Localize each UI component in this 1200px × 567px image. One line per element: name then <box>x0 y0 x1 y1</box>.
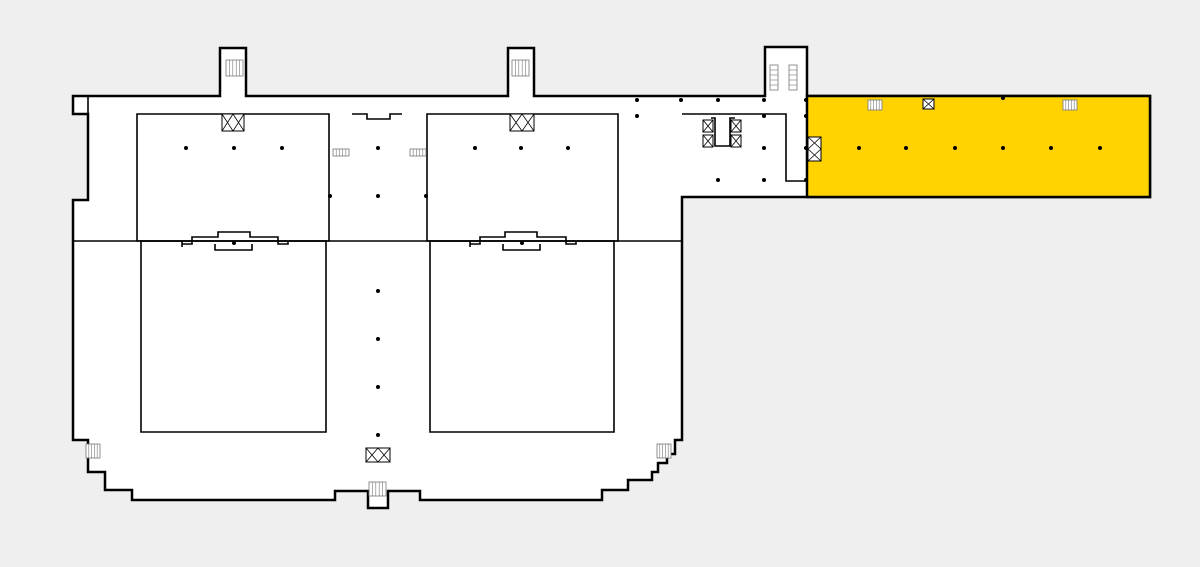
column-dot <box>904 146 908 150</box>
elevator-icon <box>509 113 535 132</box>
column-dot <box>376 337 380 341</box>
column-dot <box>328 194 332 198</box>
column-dot <box>804 178 808 182</box>
column-dot <box>376 433 380 437</box>
stair-icon <box>225 59 244 77</box>
column-dot <box>804 146 808 150</box>
column-dot <box>679 98 683 102</box>
stair-icon <box>1062 99 1078 111</box>
right-lower-hall <box>429 240 615 433</box>
fixtures <box>85 59 1078 497</box>
column-dot <box>376 194 380 198</box>
elevator-icon <box>365 447 391 463</box>
stair-icon <box>409 148 427 157</box>
elevator-icon <box>807 136 822 162</box>
stair-icon <box>332 148 350 157</box>
stair-icon <box>368 481 387 497</box>
structural-columns <box>184 96 1102 437</box>
column-dot <box>1001 146 1005 150</box>
column-dot <box>232 241 236 245</box>
column-dot <box>762 146 766 150</box>
stair-icon <box>769 64 779 91</box>
column-dot <box>376 146 380 150</box>
stair-icon <box>656 443 672 459</box>
column-dot <box>635 98 639 102</box>
left-stage-notch <box>181 231 289 251</box>
elevator-icon <box>730 134 742 148</box>
column-dot <box>762 114 766 118</box>
column-dot <box>716 98 720 102</box>
column-dot <box>635 114 639 118</box>
column-dot <box>1049 146 1053 150</box>
elevator-icon <box>702 134 714 148</box>
right-stage-notch <box>469 231 577 251</box>
column-dot <box>280 146 284 150</box>
column-dot <box>1098 146 1102 150</box>
column-dot <box>520 241 524 245</box>
stair-icon <box>85 443 101 459</box>
column-dot <box>424 194 428 198</box>
interior-walls <box>73 96 807 433</box>
column-dot <box>953 146 957 150</box>
column-dot <box>519 146 523 150</box>
stair-icon <box>788 64 798 91</box>
service-core-partition <box>711 117 735 147</box>
column-dot <box>1001 96 1005 100</box>
corridor-top-notch <box>352 113 402 120</box>
column-dot <box>762 98 766 102</box>
column-dot <box>804 98 808 102</box>
column-dot <box>566 146 570 150</box>
elevator-icon <box>221 113 245 132</box>
highlighted-east-wing[interactable] <box>805 94 1152 199</box>
elevator-icon <box>702 119 714 133</box>
column-dot <box>804 114 808 118</box>
column-dot <box>857 146 861 150</box>
column-dot <box>716 178 720 182</box>
elevator-icon <box>922 98 935 110</box>
stair-icon <box>867 99 883 111</box>
column-dot <box>473 146 477 150</box>
column-dot <box>376 289 380 293</box>
column-dot <box>762 178 766 182</box>
column-dot <box>376 385 380 389</box>
column-dot <box>184 146 188 150</box>
elevator-icon <box>730 119 742 133</box>
service-core-wall <box>682 113 807 182</box>
left-lower-hall <box>140 240 327 433</box>
stair-icon <box>511 59 530 77</box>
column-dot <box>232 146 236 150</box>
